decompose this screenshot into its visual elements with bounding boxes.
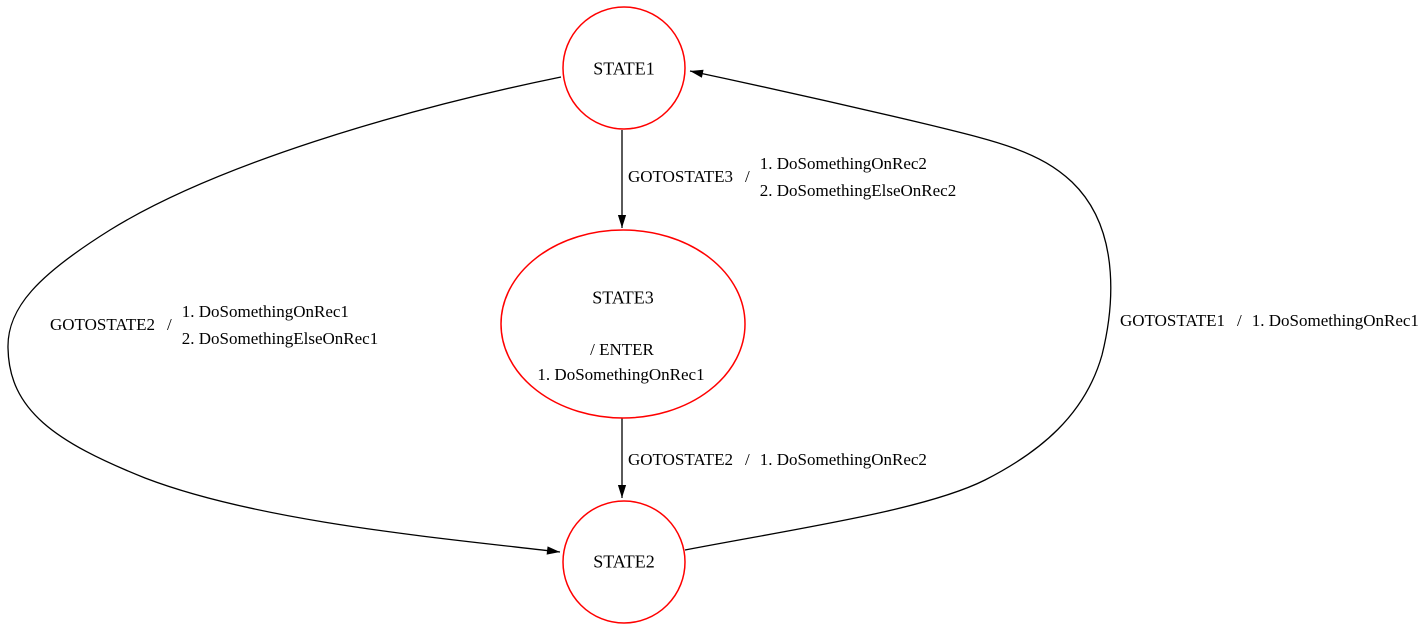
node-state1-shape: [562, 6, 686, 130]
edge-trigger: GOTOSTATE2: [628, 449, 734, 469]
edge-separator: /: [745, 449, 750, 469]
node-state2-shape: [562, 500, 686, 624]
edge-action-line: 1. DoSomethingOnRec1: [1251, 311, 1419, 330]
edge-action-line: 1. DoSomethingOnRec2: [759, 450, 927, 469]
edge-actions: 1. DoSomethingOnRec2 2. DoSomethingElseO…: [760, 150, 956, 204]
edge-action-line: 1. DoSomethingOnRec1: [181, 302, 349, 321]
edge-separator: /: [1237, 310, 1242, 330]
edge-actions: 1. DoSomethingOnRec2: [760, 446, 927, 473]
edge-action-line: 1. DoSomethingOnRec2: [759, 154, 927, 173]
node-state2-label: STATE2: [593, 551, 655, 572]
node-state3-enter-action: 1. DoSomethingOnRec1: [537, 365, 705, 384]
edge-action-line: 2. DoSomethingElseOnRec1: [181, 329, 379, 348]
edge-separator: /: [745, 167, 750, 186]
edge-action-line: 2. DoSomethingElseOnRec2: [759, 181, 957, 200]
edge-trigger: GOTOSTATE2: [50, 315, 156, 334]
edge-label-state1-to-state2: GOTOSTATE2 / 1. DoSomethingOnRec1 2. DoS…: [50, 298, 378, 352]
node-state3-shape: [500, 229, 746, 419]
edge-label-state1-to-state3: GOTOSTATE3 / 1. DoSomethingOnRec2 2. DoS…: [628, 150, 956, 204]
edge-trigger: GOTOSTATE1: [1120, 310, 1226, 330]
edge-actions: 1. DoSomethingOnRec1: [1252, 307, 1419, 334]
node-state1-label: STATE1: [593, 58, 655, 79]
edge-trigger: GOTOSTATE3: [628, 167, 734, 186]
edge-state1-to-state2-left-curve: [7, 76, 562, 555]
edge-actions: 1. DoSomethingOnRec1 2. DoSomethingElseO…: [182, 298, 378, 352]
node-state3-enter-header: / ENTER: [590, 340, 654, 359]
edge-separator: /: [167, 315, 172, 334]
edge-state2-to-state1-right-curve: [684, 69, 1112, 551]
edge-label-state2-to-state1: GOTOSTATE1 / 1. DoSomethingOnRec1: [1120, 307, 1419, 334]
edge-label-state3-to-state2: GOTOSTATE2 / 1. DoSomethingOnRec2: [628, 446, 927, 473]
node-state3-label: STATE3: [592, 287, 654, 308]
